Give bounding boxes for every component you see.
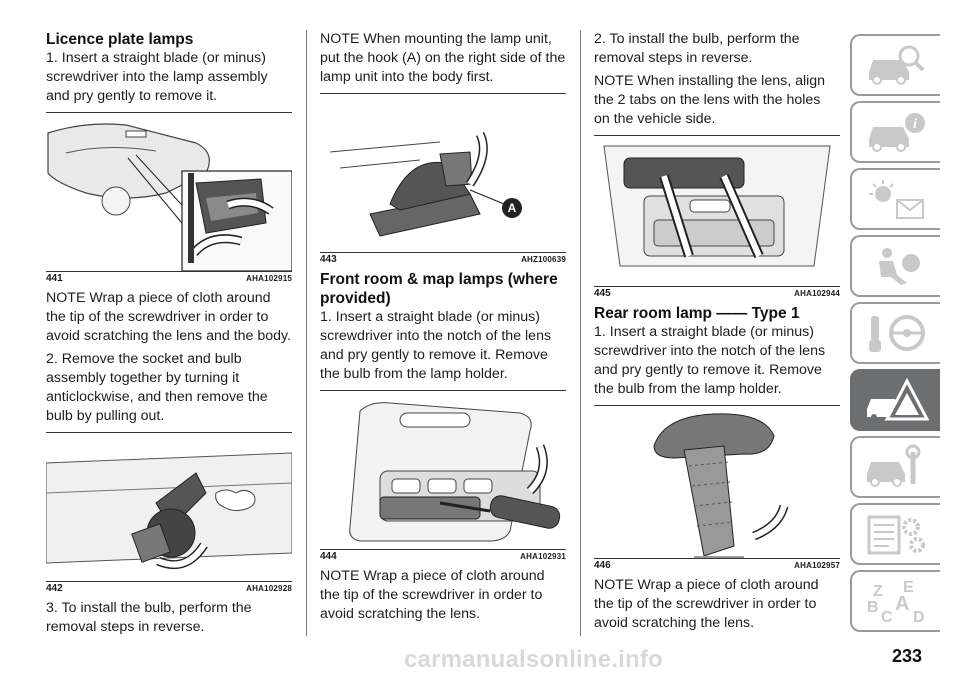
- tab-warning-lights[interactable]: [850, 168, 940, 230]
- figure-code: AHA102928: [246, 584, 292, 593]
- figure-441-caption: 441 AHA102915: [46, 271, 292, 285]
- watermark: carmanualsonline.info: [404, 646, 663, 673]
- illustration-socket-removal: [46, 452, 292, 569]
- tab-index[interactable]: Z E B A C D: [850, 570, 940, 632]
- figure-444: 444 AHA102931: [320, 390, 566, 563]
- step-2-text: 2. To install the bulb, perform the remo…: [594, 31, 800, 66]
- figure-442: 442 AHA102928: [46, 432, 292, 595]
- callout-a-label: A: [508, 201, 517, 215]
- figure-code: AHZ100639: [521, 255, 566, 264]
- figure-number: 441: [46, 273, 63, 284]
- tab-servicing[interactable]: [850, 436, 940, 498]
- section-heading-rear-room-lamp: Rear room lamp —— Type 1: [594, 305, 800, 322]
- section-heading-front-room-map-lamps: Front room & map lamps (where provided): [320, 271, 558, 307]
- key-steering-wheel-icon: [869, 315, 925, 352]
- index-letter-b: B: [867, 599, 879, 616]
- step-3-text: 3. To install the bulb, perform the remo…: [46, 600, 252, 635]
- step-1-text: 1. Insert a straight blade (or minus) sc…: [594, 324, 826, 397]
- illustration-lamp-hook: A: [329, 131, 522, 237]
- car-info-icon: i: [869, 113, 925, 152]
- warning-lights-message-icon: [869, 180, 924, 219]
- tab-starting-driving[interactable]: [850, 302, 940, 364]
- figure-442-caption: 442 AHA102928: [46, 581, 292, 595]
- index-letter-c: C: [881, 609, 893, 624]
- note-wrap-cloth-text: NOTE Wrap a piece of cloth around the ti…: [46, 290, 292, 344]
- figure-number: 444: [320, 551, 337, 562]
- figure-number: 443: [320, 254, 337, 265]
- step-1-text: 1. Insert a straight blade (or minus) sc…: [320, 309, 552, 382]
- page-number: 233: [892, 646, 923, 666]
- car-breakdown-warning-icon: [867, 377, 929, 421]
- column-divider: [306, 30, 307, 636]
- figure-number: 442: [46, 583, 63, 594]
- illustration-rear-lamp-screwdriver: [653, 413, 789, 558]
- figure-445-caption: 445 AHA102944: [594, 286, 840, 300]
- chapter-tab-sidebar: i: [850, 34, 940, 637]
- illustration-licence-plate-lamp-removal: [47, 123, 292, 271]
- figure-446: 446 AHA102957: [594, 405, 840, 572]
- car-search-icon: [869, 45, 925, 85]
- svg-text:i: i: [913, 117, 917, 132]
- figure-443-caption: 443 AHZ100639: [320, 252, 566, 266]
- index-letter-e: E: [903, 579, 914, 596]
- car-service-wrench-icon: [867, 444, 921, 487]
- step-2-text: 2. Remove the socket and bulb assembly t…: [46, 351, 268, 424]
- note-align-tabs-text: NOTE When installing the lens, align the…: [594, 73, 826, 127]
- figure-number: 446: [594, 560, 611, 571]
- figure-code: AHA102957: [794, 561, 840, 570]
- note-wrap-cloth-text: NOTE Wrap a piece of cloth around the ti…: [594, 577, 819, 631]
- section-heading-licence-plate-lamps: Licence plate lamps: [46, 31, 194, 48]
- note-mounting-hook-text: NOTE When mounting the lamp unit, put th…: [320, 31, 566, 85]
- figure-number: 445: [594, 288, 611, 299]
- figure-code: AHA102931: [520, 552, 566, 561]
- figure-446-caption: 446 AHA102957: [594, 558, 840, 572]
- tab-safety[interactable]: [850, 235, 940, 297]
- index-letter-z: Z: [873, 583, 883, 600]
- tab-car-search[interactable]: [850, 34, 940, 96]
- figure-441: 441 AHA102915: [46, 112, 292, 285]
- index-letter-a: A: [895, 593, 909, 615]
- figure-code: AHA102944: [794, 289, 840, 298]
- note-wrap-cloth-text: NOTE Wrap a piece of cloth around the ti…: [320, 568, 545, 622]
- tab-in-an-emergency[interactable]: [850, 369, 940, 431]
- column-front-room-lamps: NOTE When mounting the lamp unit, put th…: [320, 30, 566, 628]
- safety-airbag-icon: [879, 248, 920, 285]
- column-rear-room-lamp: 2. To install the bulb, perform the remo…: [594, 30, 840, 637]
- figure-code: AHA102915: [246, 274, 292, 283]
- tab-car-info[interactable]: i: [850, 101, 940, 163]
- index-letters-icon: Z E B A C D: [867, 579, 925, 624]
- figure-444-caption: 444 AHA102931: [320, 549, 566, 563]
- column-licence-plate: Licence plate lamps 1. Insert a straight…: [46, 30, 292, 641]
- step-1-text: 1. Insert a straight blade (or minus) sc…: [46, 50, 268, 104]
- illustration-lens-installation: [603, 145, 831, 267]
- column-divider: [580, 30, 581, 636]
- tab-technical-specifications[interactable]: [850, 503, 940, 565]
- specifications-gears-icon: [867, 515, 925, 555]
- figure-443: A 443 AHZ100639: [320, 93, 566, 266]
- illustration-map-lamp-lens: [349, 402, 561, 542]
- figure-445: 445 AHA102944: [594, 135, 840, 300]
- index-letter-d: D: [913, 609, 925, 624]
